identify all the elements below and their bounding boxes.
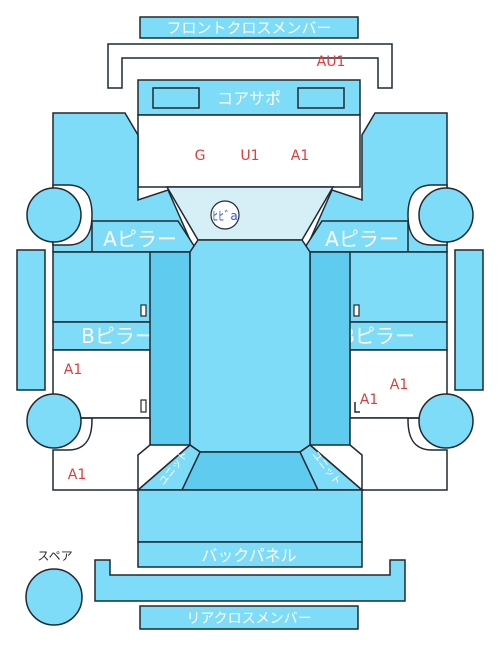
rear-bumper (94, 559, 406, 602)
damage-right-rear-door-lower: A1 (360, 392, 378, 408)
a-pillar-left: Aピラー (91, 220, 200, 253)
damage-right-rear-door-upper: A1 (390, 377, 408, 393)
windshield (165, 186, 335, 241)
damage-windshield: ﾋﾋﾞa (212, 209, 237, 223)
front-right-wheel (418, 187, 474, 243)
front-right-door-handle (353, 304, 360, 317)
damage-front-cross: AU1 (317, 54, 346, 70)
damage-hood-a1: A1 (291, 148, 309, 164)
front-left-door-handle (140, 304, 147, 317)
windshield-chip-mark (210, 200, 240, 230)
right-side-skirt (454, 249, 484, 391)
b-pillar-left-label: Bピラー (81, 324, 155, 348)
rear-left-door-handle (140, 399, 147, 413)
rear-right-quarter (349, 417, 448, 491)
damage-left-rear-door: A1 (64, 362, 82, 378)
hood (137, 114, 361, 188)
front-bumper (107, 43, 393, 89)
rear-right-wheel (418, 393, 474, 449)
bumper-mark (326, 46, 334, 54)
trunk-lid (137, 489, 363, 543)
rear-right-door-handle (354, 402, 360, 413)
roof (189, 239, 311, 453)
back-panel-label: バックパネル (201, 546, 296, 565)
spare-tire (25, 568, 83, 626)
back-panel: バックパネル (137, 541, 363, 568)
right-inner-pillar (309, 251, 351, 446)
damage-hood-u1: U1 (240, 148, 259, 164)
rear-left-wheel (26, 393, 82, 449)
front-cross-member: フロントクロスメンバー (139, 16, 359, 39)
damage-hood-g: G (195, 148, 206, 164)
left-inner-pillar (149, 251, 191, 446)
a-pillar-left-label: Aピラー (103, 227, 177, 251)
rear-cross-member: リアクロスメンバー (139, 605, 359, 630)
left-side-skirt (16, 249, 46, 391)
spare-label: スペア (37, 549, 72, 563)
rear-cross-member-label: リアクロスメンバー (186, 611, 311, 627)
core-support: コアサポ (137, 79, 361, 116)
rear-left-quarter (52, 417, 151, 491)
core-support-label: コアサポ (217, 89, 281, 108)
b-pillar-right-label: Bピラー (341, 324, 415, 348)
front-cross-member-label: フロントクロスメンバー (166, 19, 331, 37)
damage-left-rear-quarter: A1 (68, 467, 86, 483)
a-pillar-right: Aピラー (300, 220, 409, 253)
a-pillar-right-label: Aピラー (325, 227, 399, 251)
front-left-wheel (26, 187, 82, 243)
